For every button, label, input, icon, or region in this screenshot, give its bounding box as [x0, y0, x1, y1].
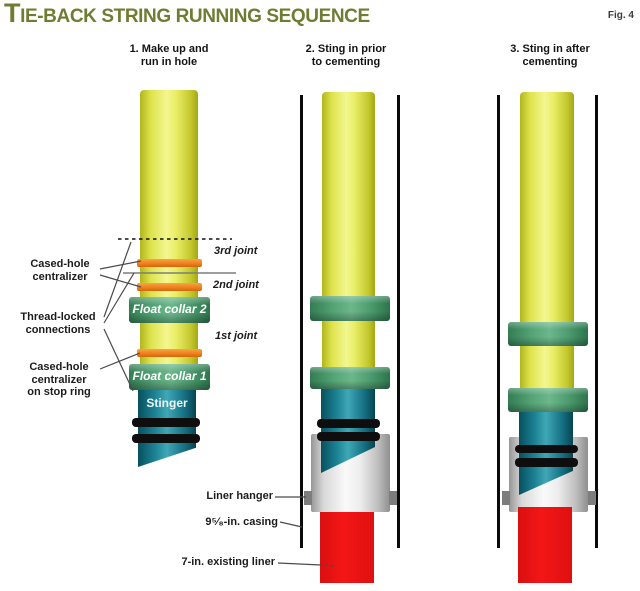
panel2-tieback-string-pipe	[322, 92, 375, 370]
panel3-seal-bottom	[515, 458, 578, 467]
title-initial: T	[4, 0, 21, 28]
callout-casing: 9⁵⁄₈-in. casing	[205, 516, 278, 528]
panel3-existing-liner	[518, 507, 572, 583]
panel1-float-collar-2: Float collar 2	[129, 297, 210, 323]
callout-existing-liner: 7-in. existing liner	[181, 556, 275, 568]
panel1-centralizer-bar-middle	[137, 283, 202, 291]
panel2-seal-bottom	[317, 432, 380, 441]
panel2-hanger-slip-right	[389, 491, 397, 505]
title-rest: IE-BACK STRING RUNNING SEQUENCE	[20, 6, 370, 27]
panel3-hanger-slip-left	[502, 491, 510, 505]
panel3-heading: 3. Sting in after cementing	[510, 43, 590, 68]
panel3-centralizer-band-lower	[508, 388, 588, 412]
label-1st-joint: 1st joint	[215, 330, 258, 342]
panel3-hanger-slip-right	[588, 491, 596, 505]
panel2-centralizer-band-lower	[310, 367, 390, 389]
label-2nd-joint: 2nd joint	[213, 279, 259, 291]
panel3-centralizer-band-upper	[508, 322, 588, 346]
float-collar-2-label: Float collar 2	[132, 302, 207, 316]
stinger-label: Stinger	[146, 396, 188, 410]
panel1-heading: 1. Make up and run in hole	[129, 43, 209, 68]
float-collar-1-label: Float collar 1	[132, 369, 207, 383]
panel1-seal-bottom	[132, 434, 200, 443]
panel1-float-collar-1: Float collar 1	[129, 364, 210, 390]
panel1-tieback-string-pipe	[140, 90, 198, 390]
panel3-seal-top	[515, 445, 578, 453]
panel3-casing-wall-left	[497, 95, 500, 548]
panel1-seal-top	[132, 418, 200, 427]
panel2-centralizer-band-upper	[310, 296, 390, 321]
callout-cased-hole-centralizer: Cased-hole centralizer	[30, 258, 90, 283]
panel3-casing-wall-right	[595, 95, 598, 548]
panel2-casing-wall-right	[397, 95, 400, 548]
callout-thread-locked-connections: Thread-locked connections	[20, 311, 96, 336]
callout-liner-hanger: Liner hanger	[206, 490, 273, 502]
panel1-centralizer-bar-bottom	[137, 349, 202, 357]
callout-cased-hole-centralizer-stop-ring: Cased-hole centralizer on stop ring	[27, 361, 91, 398]
panel2-hanger-slip-left	[304, 491, 312, 505]
panel1-stinger: Stinger	[138, 390, 196, 467]
figure-number: Fig. 4	[607, 10, 634, 21]
panel1-centralizer-bar-top	[137, 259, 202, 267]
diagram-title: TIE-BACK STRING RUNNING SEQUENCE	[4, 0, 370, 28]
panel2-seal-top	[317, 419, 380, 428]
panel2-existing-liner	[320, 512, 374, 583]
panel2-heading: 2. Sting in prior to cementing	[305, 43, 387, 68]
label-3rd-joint: 3rd joint	[214, 245, 258, 257]
panel2-casing-wall-left	[300, 95, 303, 548]
